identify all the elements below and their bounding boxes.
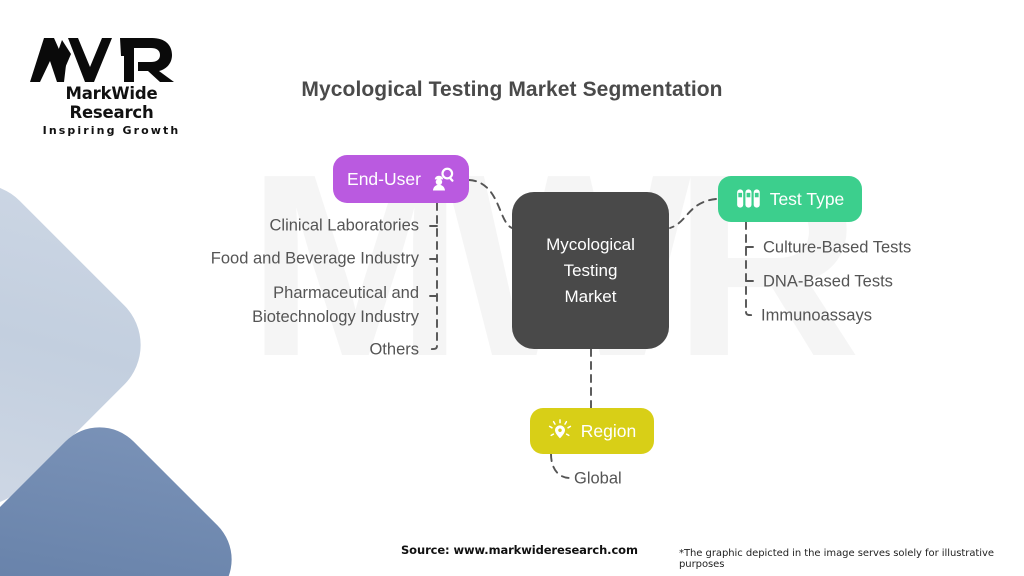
branch-node-region[interactable]: Region [530,408,654,454]
branch-label-test-type: Test Type [769,188,845,209]
source-note: Source: www.markwideresearch.com [401,543,638,557]
center-node-line1: Mycological [546,234,635,254]
leaf-pharmaceutical-biotechnology[interactable]: Pharmaceutical and Biotechnology Industr… [189,281,419,329]
logo-mark-icon [30,38,174,82]
leaf-global[interactable]: Global [574,469,622,488]
user-search-icon [430,167,455,192]
decorative-square-dark [0,407,252,576]
leaf-clinical-laboratories[interactable]: Clinical Laboratories [269,216,420,235]
center-node[interactable]: Mycological Testing Market [512,192,669,349]
logo-company-name: MarkWide Research [65,84,158,122]
connector-enduser-to-center [468,179,513,229]
leaf-immunoassays[interactable]: Immunoassays [761,306,872,325]
leaf-pharma-line1: Pharmaceutical and [273,284,419,302]
globe-rays-icon [548,419,572,443]
leaf-food-and-beverage-industry[interactable]: Food and Beverage Industry [210,249,419,268]
brand-logo: MarkWide Research Inspiring Growth [24,34,199,137]
branch-label-end-user: End-User [347,168,421,189]
connector-leaf-global [550,453,571,479]
connector-leaf-others [427,345,438,351]
leaf-pharma-line2: Biotechnology Industry [252,308,419,326]
decorative-square-light [0,161,164,529]
leaf-others[interactable]: Others [369,340,419,359]
disclaimer-note: *The graphic depicted in the image serve… [679,548,994,570]
connector-testtype-to-center [669,198,717,229]
test-tubes-icon [736,188,761,210]
page-title: Mycological Testing Market Segmentation [301,78,723,101]
connector-leaf-immuno [745,311,757,317]
leaf-dna-based-tests[interactable]: DNA-Based Tests [763,272,893,291]
branch-label-region: Region [580,420,637,441]
branch-node-test-type[interactable]: Test Type [718,176,862,222]
center-node-line3: Market [564,286,617,306]
logo-tagline: Inspiring Growth [42,124,181,137]
branch-node-end-user[interactable]: End-User [333,155,469,203]
center-node-line2: Testing [563,260,618,280]
leaf-culture-based-tests[interactable]: Culture-Based Tests [763,238,912,257]
